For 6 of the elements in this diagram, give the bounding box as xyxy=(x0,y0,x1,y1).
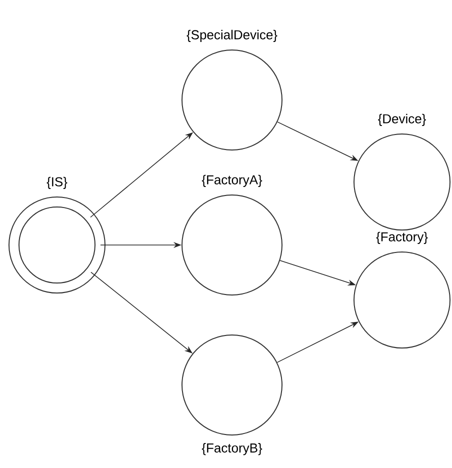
node-label: {Factory} xyxy=(376,232,428,244)
node-label: {IS} xyxy=(46,176,68,189)
node-label: {Device} xyxy=(378,114,426,126)
node-label: {SpecialDevice} xyxy=(186,30,278,42)
node-label: {FactoryB} xyxy=(202,443,262,456)
node-label: {FactoryA} xyxy=(202,174,262,187)
